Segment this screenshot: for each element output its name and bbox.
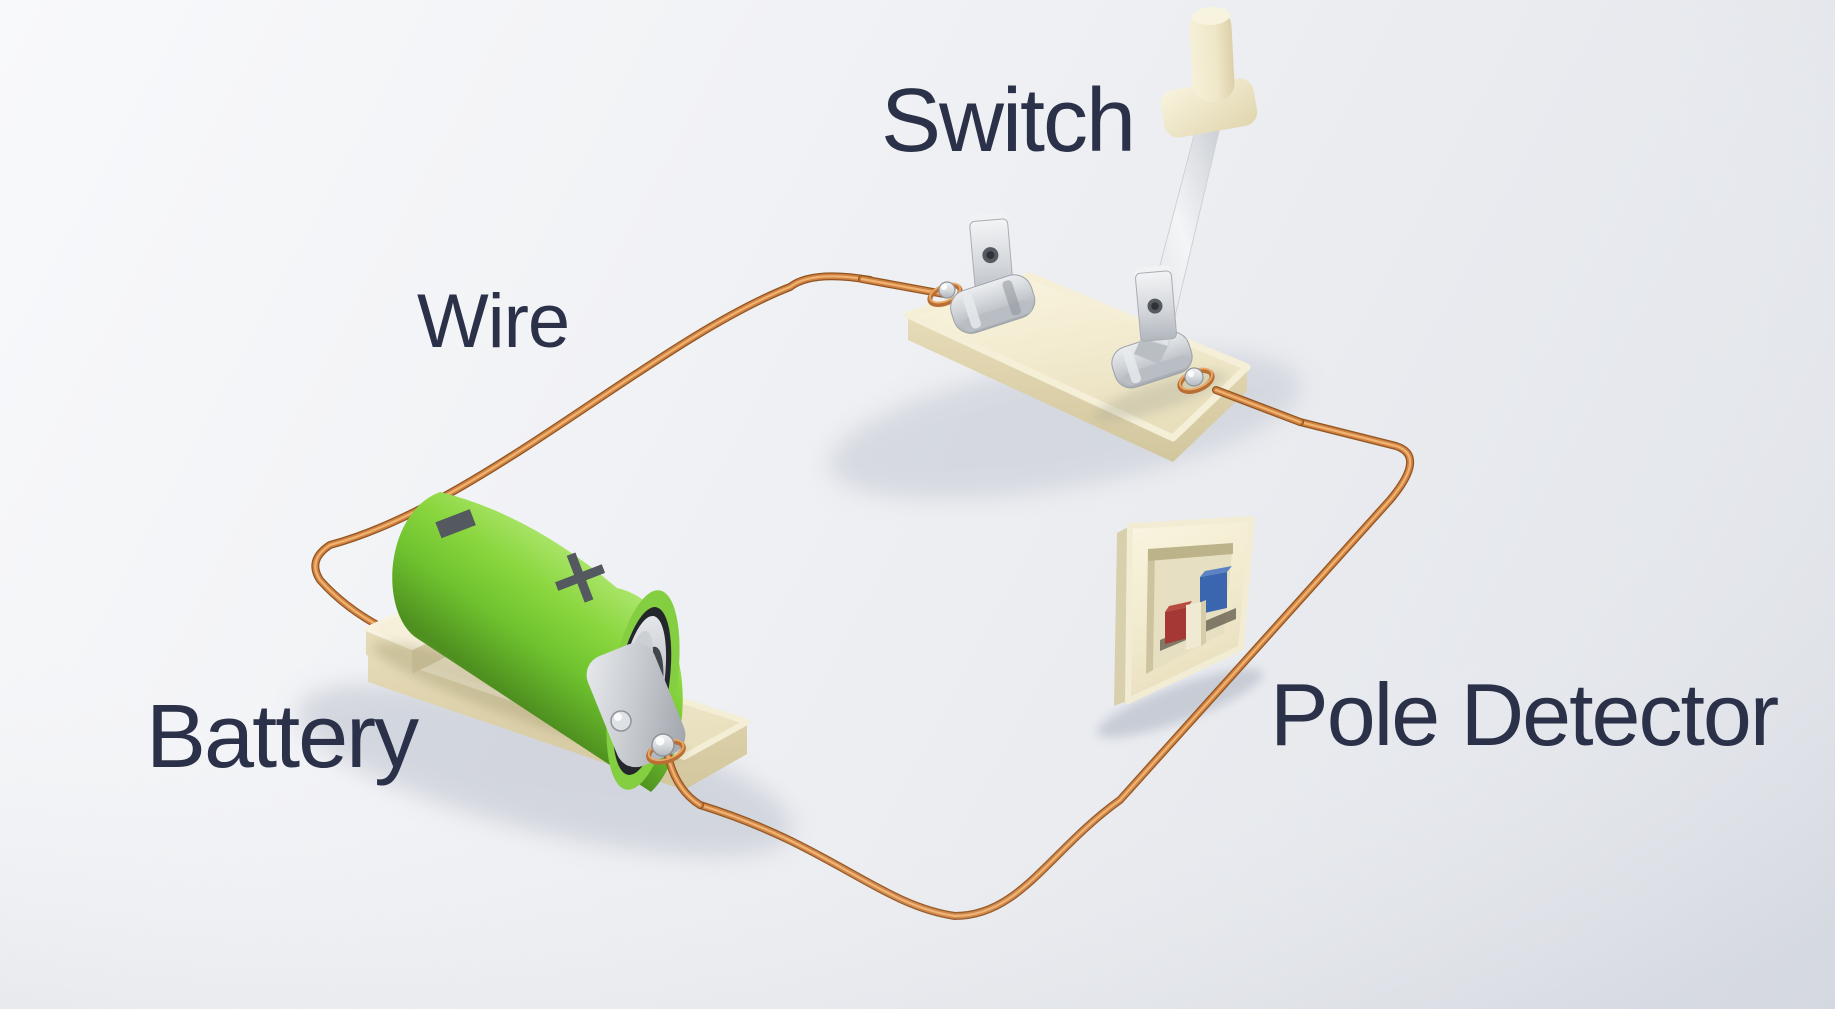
battery-label: Battery: [146, 687, 419, 787]
switch-label: Switch: [881, 71, 1136, 171]
pole-detector-label: Pole Detector: [1270, 665, 1779, 764]
wire-label: Wire: [417, 279, 570, 364]
